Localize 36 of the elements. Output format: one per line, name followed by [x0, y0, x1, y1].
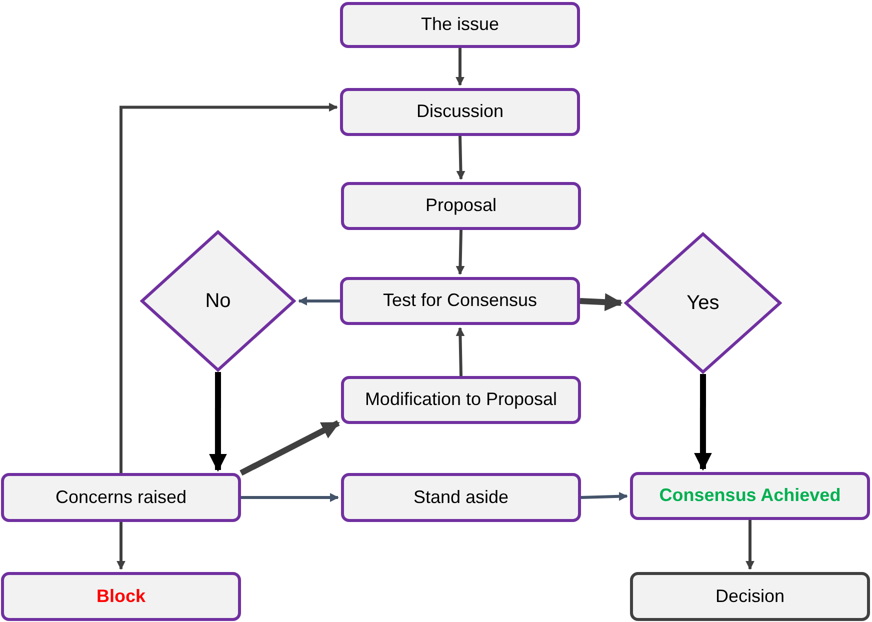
- arrow: [298, 296, 340, 306]
- process-box: [340, 2, 580, 48]
- process-box: [630, 572, 870, 621]
- node-label: Consensus Achieved: [658, 485, 842, 507]
- process-box: [341, 376, 581, 424]
- node-label: No: [204, 289, 232, 313]
- arrow: [120, 102, 338, 473]
- arrow: [580, 492, 628, 501]
- node-label: Modification to Proposal: [364, 389, 558, 411]
- arrow: [208, 372, 227, 472]
- process-box: [341, 182, 581, 230]
- node-label: Stand aside: [412, 486, 510, 508]
- process-box: [630, 472, 870, 520]
- arrow: [746, 520, 754, 570]
- process-box: [1, 473, 241, 522]
- arrow: [456, 230, 465, 275]
- process-box: [340, 277, 580, 325]
- node-label: Decision: [714, 586, 786, 608]
- node-label: Block: [95, 586, 147, 608]
- node-label: Test for Consensus: [382, 290, 538, 312]
- node-label: Discussion: [415, 101, 505, 123]
- node-label: Concerns raised: [54, 486, 188, 508]
- arrow: [694, 374, 712, 471]
- arrow: [456, 327, 465, 376]
- process-box: [340, 88, 580, 136]
- node-label: The issue: [420, 14, 500, 36]
- node-label: Proposal: [424, 195, 498, 217]
- arrow: [456, 136, 466, 180]
- node-label: Yes: [686, 291, 720, 315]
- arrow: [240, 420, 340, 476]
- arrow: [116, 522, 126, 570]
- process-box: [341, 473, 581, 522]
- arrow: [241, 493, 339, 502]
- process-box: [1, 572, 241, 621]
- arrow: [580, 293, 623, 312]
- arrow: [456, 48, 464, 86]
